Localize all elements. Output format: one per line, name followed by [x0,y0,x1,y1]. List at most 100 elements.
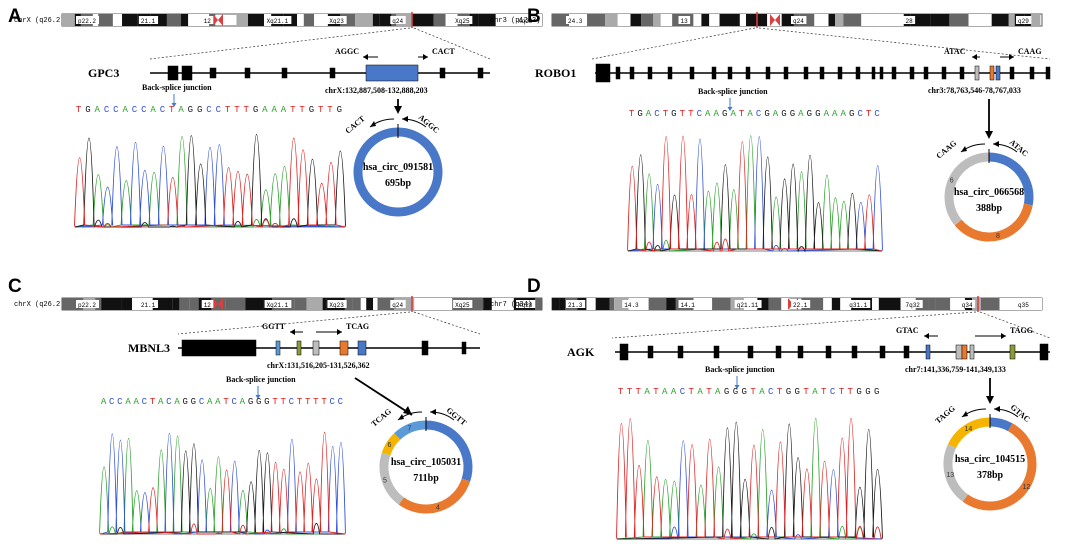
primer-right-arrowhead [337,329,342,335]
exon [891,66,897,80]
chromosome-name: chrX (q26.2) [14,17,64,25]
chromosome-band [360,298,367,310]
centromere [213,298,223,310]
circrna-size: 695bp [385,178,412,189]
sequence-base: G [781,109,786,119]
ring-segment [943,444,969,502]
ring-segment-label: 12 [1022,484,1030,491]
band-label-bg [566,300,586,308]
bsj-arrowhead [255,395,261,399]
exon [677,345,684,359]
band-label-bg [734,300,762,308]
primer-left-arrowhead [972,54,977,60]
sequence-base: A [150,105,156,115]
exon [357,340,367,356]
sequence-base: G [671,109,676,119]
sequence-base: G [742,387,747,397]
sequence-base: T [848,387,854,397]
chromatogram [627,135,883,253]
sequence-base: T [234,105,240,115]
chromosome-band [823,298,832,310]
chromatogram [99,432,346,535]
primer-left-label: GGTT [262,322,286,331]
exon [1009,66,1015,80]
bsj-arrowhead [727,107,733,111]
exon [797,345,804,359]
sequence-base: G [637,109,642,119]
chromosome-band [430,298,453,310]
bsj-arrowhead [171,103,177,107]
bsj-arrowhead [734,385,740,389]
band-label-bg [516,16,536,24]
exon [783,66,789,80]
sequence-base: A [714,109,720,119]
sequence-base: C [857,109,863,119]
sequence-base: G [191,397,196,407]
chromosome-band [236,14,249,26]
sequence-base: C [231,397,237,407]
band-label-bg [264,300,292,308]
sequence-base: A [759,387,765,397]
exon [689,66,695,80]
sequence-base: G [256,397,261,407]
sequence-base: C [166,397,172,407]
chromosome-band [701,14,710,26]
genomic-coordinate: chr3:78,763,546-78,767,033 [928,86,1021,95]
band-label-bg [76,16,99,24]
sequence-base: T [689,387,695,397]
exon [879,345,886,359]
chromosome-band [861,14,873,26]
sequence-base: C [338,397,344,407]
band-label-bg [453,300,473,308]
exon [421,340,429,356]
exon [851,345,858,359]
sequence-base: T [272,397,278,407]
chromosome-band [294,298,307,310]
chromosome-name: chrX (q26.2) [14,301,64,309]
circle-primer-left: TCAG [370,407,393,429]
circrna-name: hsa_circ_066568 [954,187,1024,198]
exon [825,345,832,359]
chromosome-band [693,298,713,310]
zoom-line-right [413,311,481,335]
ring-segment-label: 6 [388,442,392,449]
chromosome-band [181,14,189,26]
exon [961,344,968,360]
sequence-base: T [866,109,872,119]
sequence-base: G [815,109,820,119]
chromosome-band [660,14,673,26]
ring-segment [989,417,1013,432]
exon [167,65,179,81]
primer-left-label: AGGC [335,47,359,56]
sequence-base: T [777,387,783,397]
sequence-base: G [786,387,791,397]
primer-right-label: TCAG [346,322,369,331]
circle-primer-right-arrowhead [994,406,1000,412]
band-label-bg [327,300,347,308]
exon [461,341,467,355]
sequence-base: A [122,105,128,115]
back-splice-junction-label: Back-splice junction [226,375,296,384]
sequence-base: A [798,109,804,119]
chromosome-band [930,14,950,26]
sequence-base: T [225,105,231,115]
band-label-bg [390,16,406,24]
band-label-bg [791,300,811,308]
band-label-bg [791,16,807,24]
exon [329,67,336,79]
sequence-base: A [662,387,668,397]
circrna-size: 711bp [413,473,439,484]
sequence-base: T [327,105,333,115]
exon [909,66,915,80]
gene-name: ROBO1 [535,66,576,80]
band-label-bg [390,300,406,308]
band-label: q21.11 [737,302,759,309]
sequence-base: A [812,387,818,397]
chromosome-band [352,298,361,310]
sequence-base: C [680,387,686,397]
circle-primer-left: TAGG [934,404,957,426]
sequence-base: C [830,387,836,397]
to-circle-arrow [354,377,413,416]
